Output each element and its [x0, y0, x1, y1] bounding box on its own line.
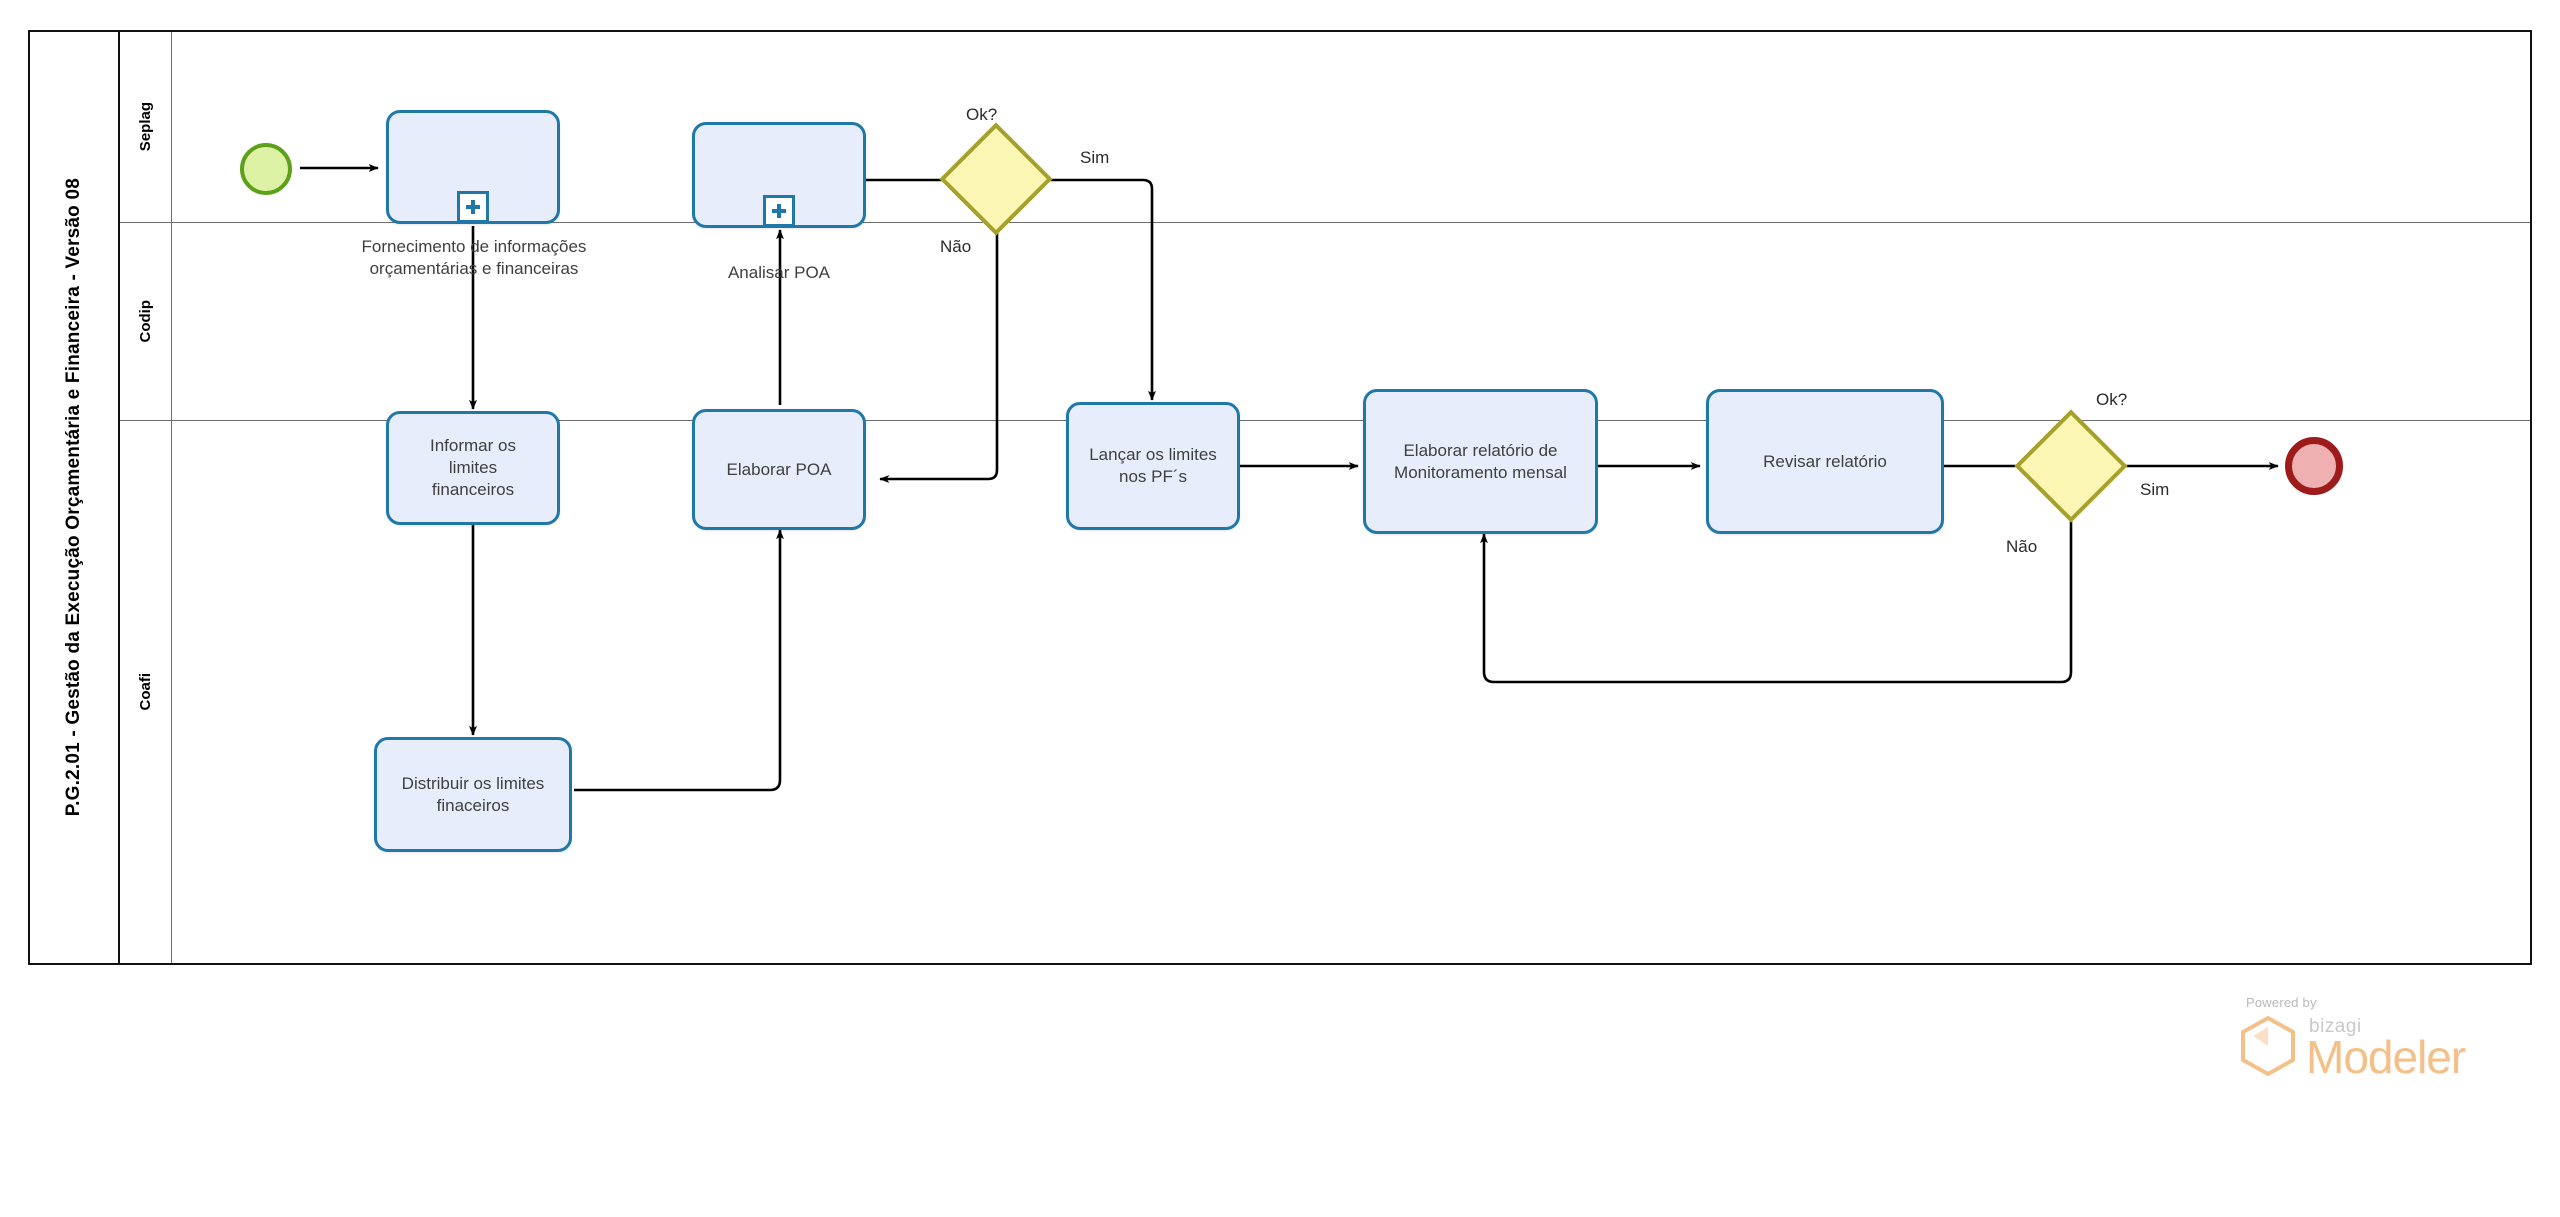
lane-header-seplag: Seplag	[120, 32, 172, 222]
lane-container: Seplag Codip Coafi	[120, 32, 2530, 963]
task-revisar-relatorio[interactable]: Revisar relatório	[1706, 389, 1944, 534]
flow-label-gateway1-nao: Não	[940, 237, 972, 256]
task-elaborar-relatorio-monitoramento[interactable]: Elaborar relatório de Monitoramento mens…	[1363, 389, 1598, 534]
task-elaborar-poa[interactable]: Elaborar POA	[692, 409, 866, 530]
task-informar-limites-financeiros[interactable]: Informar os limites financeiros	[386, 411, 560, 525]
gateway-diamond-shape	[939, 122, 1053, 236]
subprocess-fornecimento-informacoes[interactable]	[386, 110, 560, 224]
task-label: Lançar os limites nos PF´s	[1089, 445, 1217, 486]
subprocess-fornecimento-label: Fornecimento de informações orçamentária…	[361, 237, 587, 278]
gateway-ok-1[interactable]	[939, 122, 1053, 236]
bizagi-watermark: Powered by bizagi Modeler	[2240, 995, 2530, 1081]
subprocess-marker-plus-icon	[763, 195, 795, 227]
subprocess-analisar-poa[interactable]	[692, 122, 866, 228]
task-distribuir-limites-finaceiros[interactable]: Distribuir os limites finaceiros	[374, 737, 572, 852]
lane-divider-2	[120, 420, 2530, 421]
task-label: Elaborar relatório de Monitoramento mens…	[1394, 440, 1567, 482]
bizagi-product-text: Modeler	[2306, 1031, 2466, 1084]
bizagi-logo-icon	[2240, 1015, 2296, 1081]
flow-label-gateway1-sim: Sim	[1080, 148, 1110, 167]
subprocess-marker-plus-icon	[457, 191, 489, 223]
gateway-ok-2-label: Ok?	[2096, 390, 2128, 409]
lane-codip: Codip	[120, 223, 2530, 420]
lane-divider-1	[120, 222, 2530, 223]
start-event[interactable]	[240, 143, 292, 195]
lane-seplag: Seplag	[120, 32, 2530, 222]
flow-label-gateway2-sim: Sim	[2140, 480, 2170, 499]
gateway-ok-2[interactable]	[2014, 409, 2128, 523]
flow-label-gateway2-nao: Não	[2006, 537, 2038, 556]
gateway-diamond-shape	[2014, 409, 2128, 523]
subprocess-analisar-poa-label: Analisar POA	[727, 263, 831, 282]
task-label: Informar os limites financeiros	[430, 436, 516, 499]
task-label: Revisar relatório	[1763, 451, 1887, 471]
lane-label-codip: Codip	[137, 300, 154, 343]
lane-coafi: Coafi	[120, 421, 2530, 963]
powered-by-label: Powered by	[2246, 995, 2317, 1010]
bizagi-brand-text: bizagi	[2309, 1016, 2362, 1038]
end-event[interactable]	[2285, 437, 2343, 495]
pool-title: P.G.2.01 - Gestão da Execução Orçamentár…	[63, 178, 84, 817]
task-lancar-limites-pf[interactable]: Lançar os limites nos PF´s	[1066, 402, 1240, 530]
lane-label-seplag: Seplag	[137, 102, 154, 152]
lane-label-coafi: Coafi	[137, 673, 154, 711]
task-label: Elaborar POA	[726, 459, 832, 479]
lane-header-codip: Codip	[120, 223, 172, 420]
pool-header: P.G.2.01 - Gestão da Execução Orçamentár…	[30, 32, 120, 963]
lane-header-coafi: Coafi	[120, 421, 172, 963]
gateway-ok-1-label: Ok?	[966, 105, 998, 124]
task-label: Distribuir os limites finaceiros	[401, 773, 545, 815]
